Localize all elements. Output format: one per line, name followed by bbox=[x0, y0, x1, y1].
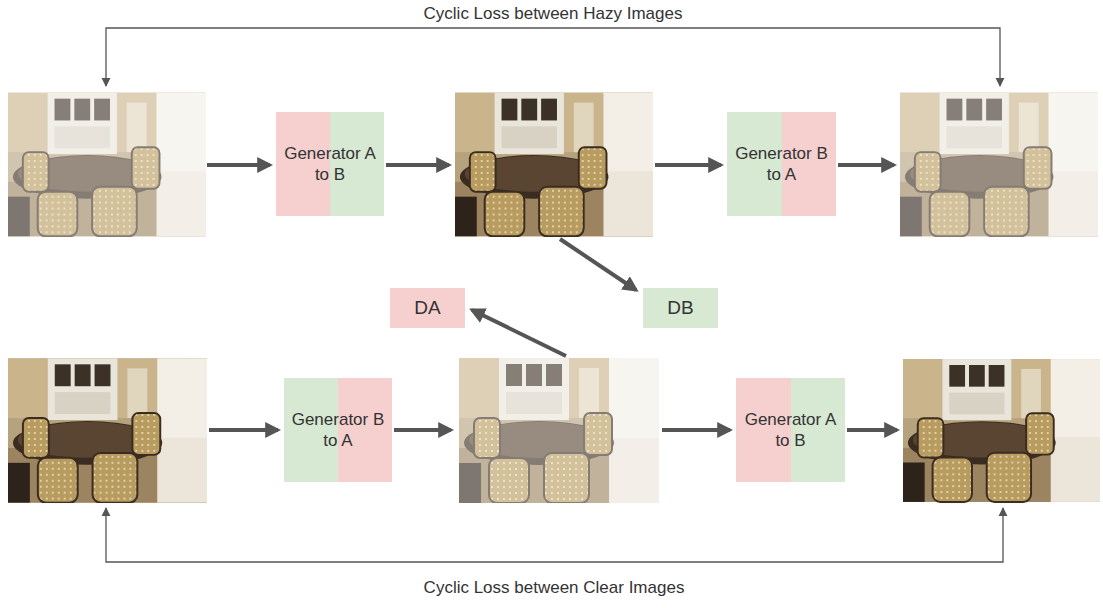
loss-caption: Cyclic Loss between Clear Images bbox=[420, 578, 689, 598]
hazy-image bbox=[459, 358, 659, 503]
cyclic-loss-lines bbox=[106, 28, 1003, 562]
clear-image bbox=[903, 359, 1100, 502]
box-label: Generator B to A bbox=[733, 143, 830, 186]
box-label: DA bbox=[414, 296, 440, 320]
generator-box: Generator A to B bbox=[736, 378, 845, 482]
box-label: DB bbox=[667, 296, 693, 320]
generator-box: Generator B to A bbox=[727, 112, 836, 216]
box-label: Generator A to B bbox=[282, 143, 378, 186]
clear-image bbox=[455, 93, 653, 237]
box-label: Generator A to B bbox=[742, 409, 839, 452]
box-label: Generator B to A bbox=[290, 409, 386, 452]
hazy-image bbox=[900, 93, 1098, 237]
discriminator-box: DB bbox=[643, 288, 718, 328]
clear-image bbox=[8, 358, 207, 502]
discriminator-box: DA bbox=[390, 288, 465, 328]
hazy-image bbox=[8, 93, 206, 237]
loss-caption: Cyclic Loss between Hazy Images bbox=[420, 4, 687, 24]
generator-box: Generator A to B bbox=[276, 112, 384, 216]
generator-box: Generator B to A bbox=[284, 378, 392, 482]
